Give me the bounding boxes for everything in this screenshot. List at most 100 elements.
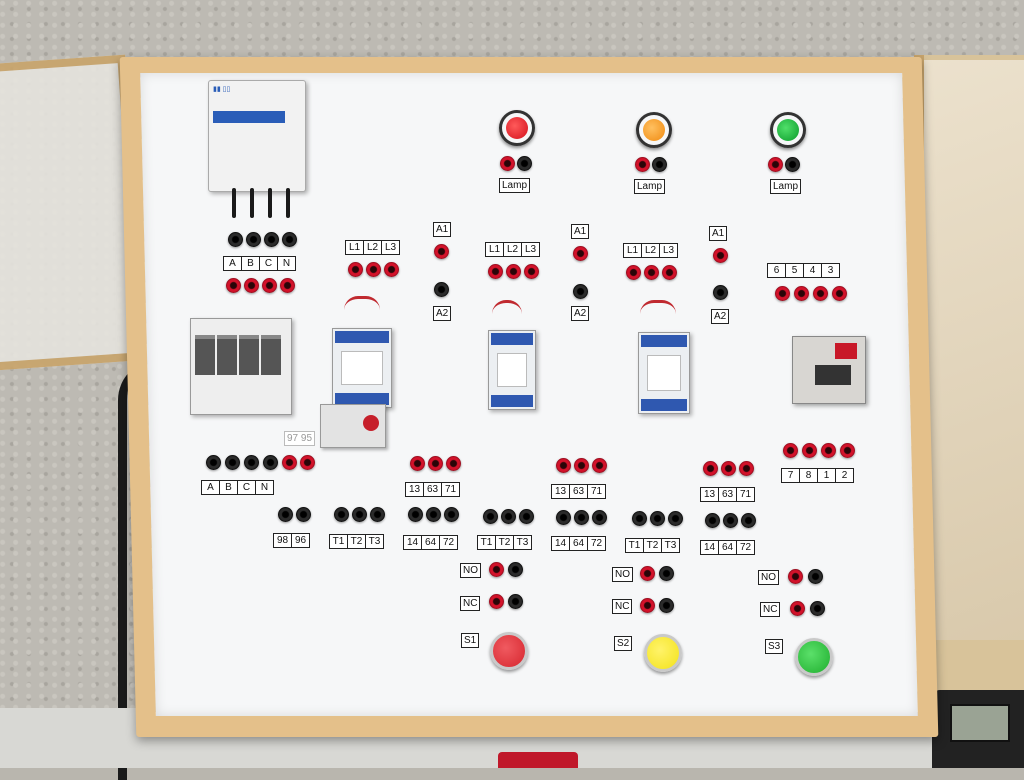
s1-no-jack-black[interactable]	[508, 562, 523, 577]
k2-aux-13[interactable]	[556, 458, 571, 473]
timer-jack-6[interactable]	[775, 286, 790, 301]
fuse-out-jack-n[interactable]	[263, 455, 278, 470]
k2-t1-jack[interactable]	[483, 509, 498, 524]
k3-l3-jack[interactable]	[662, 265, 677, 280]
timer-jack-7[interactable]	[783, 443, 798, 458]
supply-out-jack[interactable]	[262, 278, 277, 293]
fuse-holder[interactable]	[190, 318, 292, 415]
k1-t3-jack[interactable]	[370, 507, 385, 522]
s3-no-jack-red[interactable]	[788, 569, 803, 584]
main-breaker[interactable]: ▮▮ ▯▯	[208, 80, 306, 192]
pushbutton-s2[interactable]	[644, 634, 682, 672]
timer-jack-2[interactable]	[840, 443, 855, 458]
lamp2-jack-red[interactable]	[635, 157, 650, 172]
k2-a2-jack[interactable]	[573, 284, 588, 299]
timer-jack-3[interactable]	[832, 286, 847, 301]
k3-t2-jack[interactable]	[650, 511, 665, 526]
supply-jack-n[interactable]	[282, 232, 297, 247]
overload-jack-97[interactable]	[282, 455, 297, 470]
line-label: L3	[381, 240, 400, 255]
timer-jack-8[interactable]	[802, 443, 817, 458]
k3-aux-72[interactable]	[741, 513, 756, 528]
supply-out-jack[interactable]	[280, 278, 295, 293]
k1-aux-63[interactable]	[428, 456, 443, 471]
k2-l3-jack[interactable]	[524, 264, 539, 279]
lamp1-jack-black[interactable]	[517, 156, 532, 171]
s3-no-jack-black[interactable]	[808, 569, 823, 584]
k2-aux-71[interactable]	[592, 458, 607, 473]
k1-aux-71[interactable]	[446, 456, 461, 471]
timer-jack-4[interactable]	[813, 286, 828, 301]
contactor-k1[interactable]	[332, 328, 392, 408]
s2-no-jack-black[interactable]	[659, 566, 674, 581]
k2-aux-63[interactable]	[574, 458, 589, 473]
s3-nc-jack-red[interactable]	[790, 601, 805, 616]
k1-a2-jack[interactable]	[434, 282, 449, 297]
k1-l2-jack[interactable]	[366, 262, 381, 277]
overload-jack-98[interactable]	[278, 507, 293, 522]
k1-l3-jack[interactable]	[384, 262, 399, 277]
k1-l1-jack[interactable]	[348, 262, 363, 277]
timer-jack-5[interactable]	[794, 286, 809, 301]
s3-nc-jack-black[interactable]	[810, 601, 825, 616]
k2-l2-jack[interactable]	[506, 264, 521, 279]
k2-aux-72[interactable]	[592, 510, 607, 525]
k3-aux-14[interactable]	[705, 513, 720, 528]
contactor-k2[interactable]	[488, 330, 536, 410]
fuse-out-jack-a[interactable]	[206, 455, 221, 470]
supply-jack-c[interactable]	[264, 232, 279, 247]
lamp3-jack-black[interactable]	[785, 157, 800, 172]
s1-nc-jack-red[interactable]	[489, 594, 504, 609]
supply-out-jack[interactable]	[226, 278, 241, 293]
overload-jack-95[interactable]	[300, 455, 315, 470]
supply-out-jack[interactable]	[244, 278, 259, 293]
k3-t1-jack[interactable]	[632, 511, 647, 526]
s1-no-jack-red[interactable]	[489, 562, 504, 577]
k2-l1-jack[interactable]	[488, 264, 503, 279]
timer-jack-1[interactable]	[821, 443, 836, 458]
k1-a1-jack[interactable]	[434, 244, 449, 259]
k2-aux-bottom-labels: 14 64 72	[551, 536, 606, 551]
contactor-k3[interactable]	[638, 332, 690, 414]
breaker-toggle-strip[interactable]	[213, 111, 285, 123]
fuse-out-jack-c[interactable]	[244, 455, 259, 470]
supply-jack-a[interactable]	[228, 232, 243, 247]
k2-t2-jack[interactable]	[501, 509, 516, 524]
k3-t3-jack[interactable]	[668, 511, 683, 526]
k2-aux-14[interactable]	[556, 510, 571, 525]
supply-jack-b[interactable]	[246, 232, 261, 247]
s2-nc-jack-red[interactable]	[640, 598, 655, 613]
k1-t1-jack[interactable]	[334, 507, 349, 522]
overload-jack-96[interactable]	[296, 507, 311, 522]
k3-aux-64[interactable]	[723, 513, 738, 528]
s3-nc-label: NC	[760, 602, 781, 617]
k3-a2-jack[interactable]	[713, 285, 728, 300]
timer-relay[interactable]	[792, 336, 866, 404]
k1-aux-13[interactable]	[410, 456, 425, 471]
timer-dial[interactable]	[815, 365, 851, 385]
lamp1-jack-red[interactable]	[500, 156, 515, 171]
k1-t2-jack[interactable]	[352, 507, 367, 522]
s1-nc-jack-black[interactable]	[508, 594, 523, 609]
overload-relay[interactable]	[320, 404, 386, 448]
pushbutton-s3[interactable]	[795, 638, 833, 676]
overload-reset-knob[interactable]	[363, 415, 379, 431]
k3-aux-63[interactable]	[721, 461, 736, 476]
k3-aux-71[interactable]	[739, 461, 754, 476]
s2-nc-jack-black[interactable]	[659, 598, 674, 613]
lamp3-jack-red[interactable]	[768, 157, 783, 172]
pushbutton-s1[interactable]	[490, 632, 528, 670]
k2-a1-jack[interactable]	[573, 246, 588, 261]
s2-no-jack-red[interactable]	[640, 566, 655, 581]
k3-l2-jack[interactable]	[644, 265, 659, 280]
k3-a1-jack[interactable]	[713, 248, 728, 263]
k1-aux-72[interactable]	[444, 507, 459, 522]
k2-aux-64[interactable]	[574, 510, 589, 525]
k3-l1-jack[interactable]	[626, 265, 641, 280]
k3-aux-13[interactable]	[703, 461, 718, 476]
k1-aux-14[interactable]	[408, 507, 423, 522]
k1-aux-64[interactable]	[426, 507, 441, 522]
lamp2-jack-black[interactable]	[652, 157, 667, 172]
k2-t3-jack[interactable]	[519, 509, 534, 524]
fuse-out-jack-b[interactable]	[225, 455, 240, 470]
